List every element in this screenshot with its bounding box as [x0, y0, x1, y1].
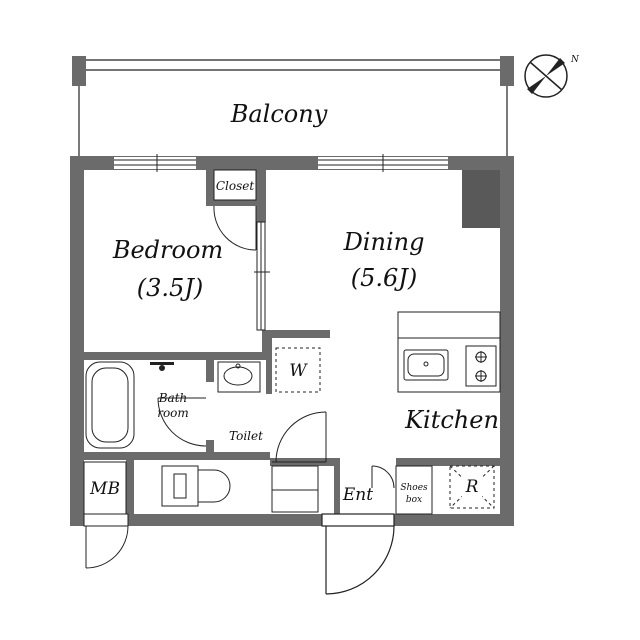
structural-column	[462, 170, 500, 228]
bathroom-door[interactable]	[157, 397, 207, 447]
entrance-step	[271, 465, 319, 513]
bedroom-window	[114, 154, 196, 172]
washer-space	[275, 347, 321, 393]
meter-box	[83, 461, 127, 515]
meter-box-door[interactable]	[83, 513, 129, 569]
compass-icon: N	[524, 54, 580, 98]
stove-icon	[465, 345, 497, 387]
entrance-label: Ent	[342, 485, 373, 505]
toilet-door[interactable]	[272, 411, 327, 463]
shoes-box-door[interactable]	[371, 465, 395, 489]
kitchen-sink-icon	[403, 349, 449, 381]
shoes-box-label-line2: box	[406, 495, 422, 505]
dining-size: (5.6J)	[351, 264, 418, 292]
fridge-label-bg	[462, 475, 482, 497]
bedroom-label: Bedroom	[112, 236, 223, 264]
closet-door[interactable]	[213, 205, 257, 251]
shoes-box-label-line1: Shoes	[400, 483, 428, 493]
shoes-box	[395, 465, 433, 515]
kitchen-label: Kitchen	[404, 406, 499, 434]
toilet-icon	[161, 465, 231, 507]
balcony-railing	[78, 59, 508, 156]
toilet-label: Toilet	[229, 429, 263, 443]
entrance-door[interactable]	[321, 513, 395, 595]
shower-icon	[150, 362, 174, 371]
balcony-label: Balcony	[230, 100, 328, 128]
dining-window	[318, 154, 448, 172]
dining-label: Dining	[343, 228, 425, 256]
bedroom-size: (3.5J)	[137, 274, 204, 302]
kitchen-counter	[397, 311, 501, 393]
washer-label: W	[289, 361, 308, 381]
balcony-post-left	[72, 56, 86, 86]
wash-basin-icon	[217, 361, 261, 393]
meter-box-label: MB	[89, 479, 120, 499]
closet-label: Closet	[216, 179, 255, 193]
bedroom-sliding-door[interactable]	[254, 221, 270, 331]
bathtub-icon	[85, 361, 135, 449]
balcony-post-right	[500, 56, 514, 86]
compass-north-label: N	[570, 55, 580, 65]
outer-walls	[70, 156, 514, 526]
fridge-label: R	[465, 477, 479, 497]
closet	[213, 169, 257, 201]
bathroom-label-line2: room	[157, 406, 189, 420]
